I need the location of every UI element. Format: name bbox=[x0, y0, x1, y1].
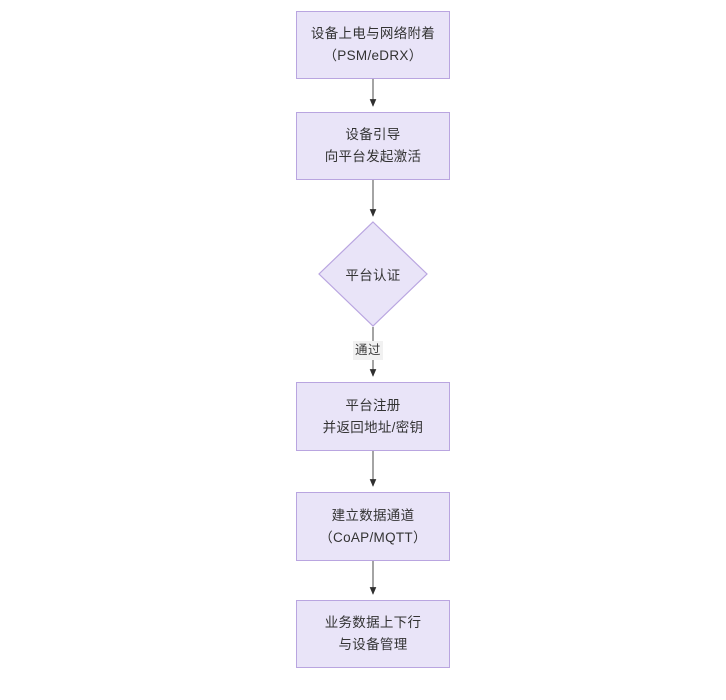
node-label-line1: 建立数据通道 bbox=[331, 507, 415, 523]
node-label-line1: 设备引导 bbox=[345, 127, 401, 142]
node-label-line2: （CoAP/MQTT） bbox=[319, 529, 427, 545]
node-label-line2: （PSM/eDRX） bbox=[323, 48, 423, 63]
node-label-line1: 设备上电与网络附着 bbox=[310, 26, 436, 41]
diamond-shape-icon bbox=[318, 221, 428, 327]
node-label-line1: 平台注册 bbox=[345, 397, 401, 413]
flow-node-establish-data-channel[interactable]: 建立数据通道 （CoAP/MQTT） bbox=[296, 492, 450, 561]
node-label-line1: 平台认证 bbox=[345, 268, 401, 283]
edge-label-pass: 通过 bbox=[353, 341, 384, 360]
node-label-line2: 向平台发起激活 bbox=[324, 149, 422, 164]
flow-node-device-bootstrap[interactable]: 设备引导 向平台发起激活 bbox=[296, 112, 450, 180]
flow-node-device-power-on[interactable]: 设备上电与网络附着 （PSM/eDRX） bbox=[296, 11, 450, 79]
flow-node-platform-register[interactable]: 平台注册 并返回地址/密钥 bbox=[296, 382, 450, 451]
flow-node-business-data-management[interactable]: 业务数据上下行 与设备管理 bbox=[296, 600, 450, 668]
node-label-line1: 业务数据上下行 bbox=[324, 615, 422, 630]
flow-node-platform-auth[interactable]: 平台认证 bbox=[318, 221, 428, 327]
node-label-line2: 并返回地址/密钥 bbox=[322, 419, 424, 435]
node-label-line2: 与设备管理 bbox=[338, 637, 408, 652]
